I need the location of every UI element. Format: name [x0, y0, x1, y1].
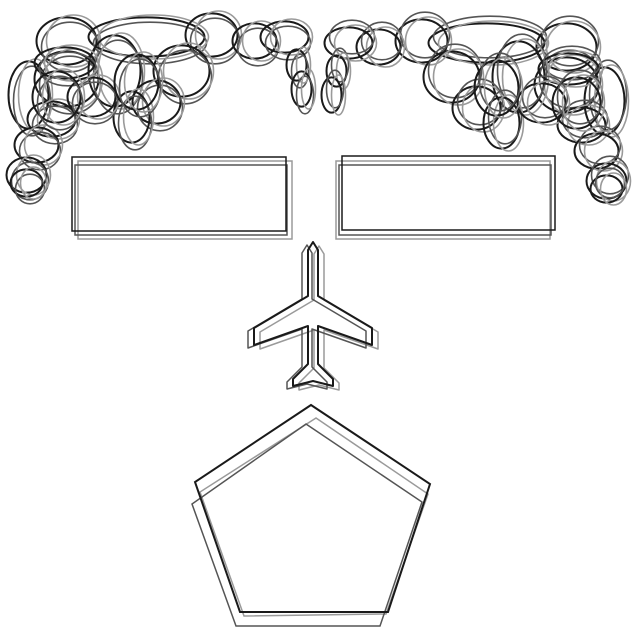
loop-oval [487, 89, 523, 145]
loop-oval [122, 88, 155, 146]
loop-oval [521, 75, 569, 119]
loop-oval [540, 15, 600, 67]
loop-oval [547, 50, 604, 88]
loop-oval [123, 51, 164, 113]
loop-oval [461, 83, 506, 133]
loop-oval [538, 49, 602, 109]
loop-oval [320, 76, 343, 114]
rectangle-right [335, 155, 556, 240]
loop-oval [583, 130, 624, 172]
loop-oval [545, 20, 602, 74]
rectangle-left [71, 156, 293, 240]
loop-oval [184, 12, 239, 58]
loop-oval [66, 76, 117, 118]
loop-oval [588, 59, 628, 131]
loop-oval [594, 167, 626, 199]
loop-oval [236, 27, 280, 67]
loop-oval [71, 81, 119, 125]
loop-oval [355, 28, 402, 66]
loop-oval [117, 95, 153, 151]
loop-oval [290, 53, 310, 89]
loop-oval [590, 155, 630, 195]
loop-oval [394, 18, 449, 64]
loop-oval [556, 69, 604, 125]
loop-oval [131, 79, 182, 125]
loop-oval [492, 94, 525, 152]
airplane-icon [247, 241, 379, 391]
loop-oval [325, 54, 348, 88]
loop-oval [31, 105, 79, 145]
loop-oval [483, 57, 524, 119]
loop-oval [189, 17, 241, 65]
loop-oval [162, 42, 215, 100]
loop-oval [118, 58, 162, 118]
loop-oval [41, 68, 86, 126]
loop-oval [269, 18, 314, 56]
loop-oval [599, 172, 628, 206]
loop-oval [360, 21, 404, 61]
loop-oval [97, 14, 210, 60]
loop-oval [76, 74, 121, 120]
loop-oval [333, 24, 378, 62]
loop-garland [5, 10, 632, 206]
loop-oval [97, 32, 146, 110]
loop-oval [526, 80, 571, 126]
loop-oval [295, 75, 315, 115]
loop-oval [152, 44, 211, 98]
loop-oval [516, 82, 567, 124]
loop-oval [365, 26, 406, 68]
loop-oval [285, 48, 308, 82]
loop-oval [290, 70, 313, 108]
loop-oval [432, 48, 485, 106]
loop-oval [561, 74, 606, 132]
loop-oval [300, 68, 317, 110]
loop-oval [231, 22, 278, 60]
loop-oval [330, 47, 350, 83]
loop-oval [556, 106, 607, 144]
pentagon [191, 403, 432, 627]
loop-oval [19, 166, 48, 200]
loop-oval [451, 85, 502, 131]
loop-oval [325, 69, 345, 109]
loop-oval [330, 74, 347, 116]
loop-oval [478, 52, 522, 112]
loop-oval [573, 132, 620, 170]
loop-oval [535, 22, 598, 72]
loop-oval [566, 104, 611, 146]
loop-oval [141, 77, 186, 127]
loop-oval [14, 173, 46, 205]
loop-oval [36, 75, 84, 131]
loop-oval [241, 20, 282, 62]
loop-oval [43, 44, 100, 82]
loop-oval [295, 46, 312, 84]
loop-oval [35, 16, 98, 66]
